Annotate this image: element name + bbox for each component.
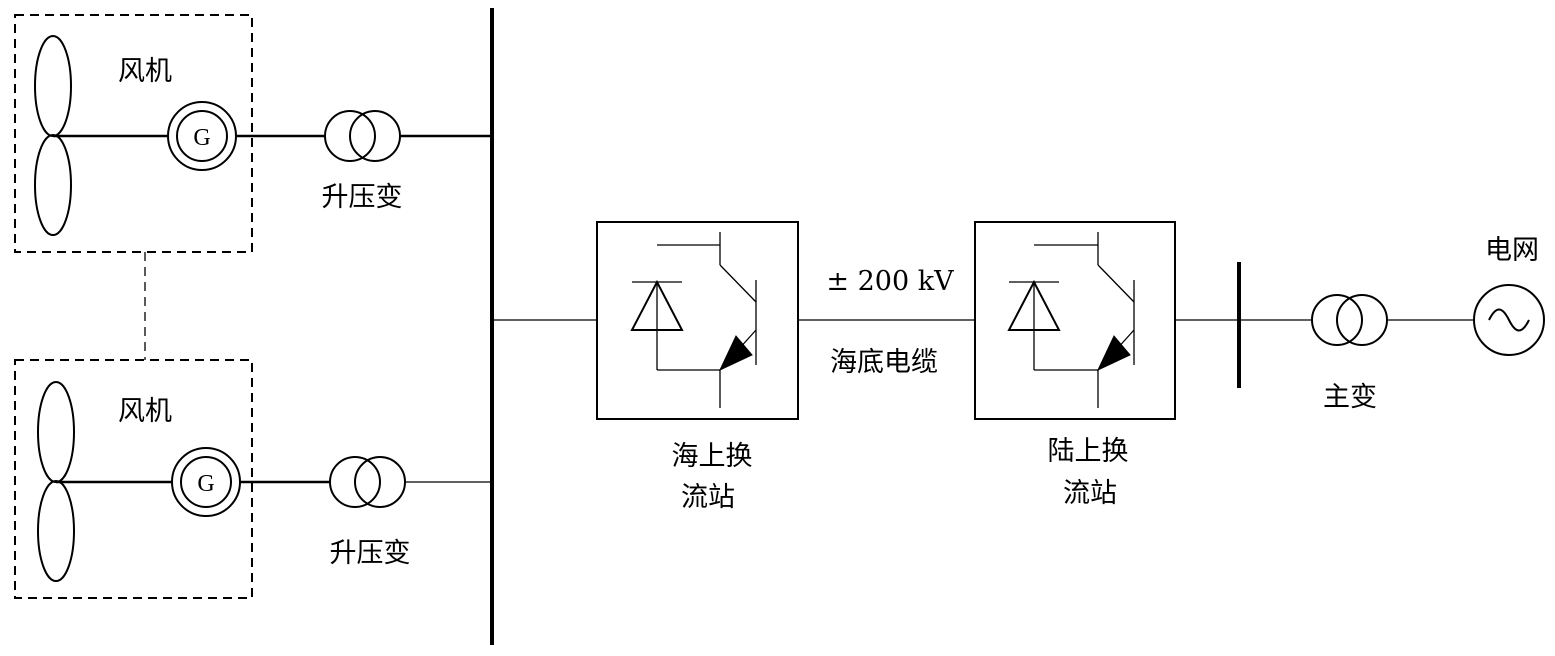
power-grid: 电网 [1473,235,1545,356]
wind-turbine-bottom: G 风机 [14,359,253,599]
offshore-station-label-line1: 海上换 [672,441,753,472]
main-transformer: 主变 [1311,294,1388,413]
main-transformer-coil-left-icon [1311,294,1363,346]
turbine-top-blade-lower-icon [34,134,72,236]
step-up-transformer-top: 升压变 [322,110,403,213]
wind-turbine-top: G 风机 [14,14,253,253]
turbine-bottom-boundary [14,359,253,599]
grid-ac-wave-icon [1488,308,1530,332]
offshore-converter-station: 海上换 流站 [596,221,799,513]
generator-bottom-inner-icon [180,456,232,508]
submarine-dc-cable: ± 200 kV 海底电缆 [798,266,975,378]
offshore-igbt-icon [657,232,757,408]
dc-cable-label: 海底电缆 [830,347,938,378]
offshore-station-label-line2: 流站 [681,482,735,513]
grid-label: 电网 [1485,235,1539,266]
transformer-top-coil-left-icon [324,110,376,162]
turbine-top-boundary [14,14,253,253]
turbine-top-blade-upper-icon [34,35,72,137]
turbine-bottom-blade-upper-icon [37,381,75,483]
onshore-station-label-line2: 流站 [1063,478,1117,509]
onshore-station-box [974,221,1176,420]
offshore-diode-icon [630,279,720,371]
generator-bottom-symbol: G [197,471,214,497]
generator-top-symbol: G [193,125,210,151]
grid-source-icon [1473,284,1545,356]
step-up-transformer-bottom: 升压变 [329,456,411,569]
generator-top-inner-icon [176,110,228,162]
main-transformer-label: 主变 [1323,382,1377,413]
onshore-station-label-line1: 陆上换 [1048,436,1129,467]
onshore-converter-station: 陆上换 流站 [974,221,1176,509]
turbine-top-label: 风机 [118,56,172,87]
offshore-station-box [596,221,799,420]
dc-voltage-label: ± 200 kV [826,266,954,297]
turbine-bottom-blade-lower-icon [37,480,75,582]
transformer-top-label: 升压变 [322,182,403,213]
turbine-bottom-label: 风机 [118,396,172,427]
transformer-bottom-coil-left-icon [329,456,381,508]
transformer-bottom-label: 升压变 [330,538,411,569]
onshore-igbt-icon [1034,232,1135,408]
onshore-diode-icon [1007,279,1098,371]
